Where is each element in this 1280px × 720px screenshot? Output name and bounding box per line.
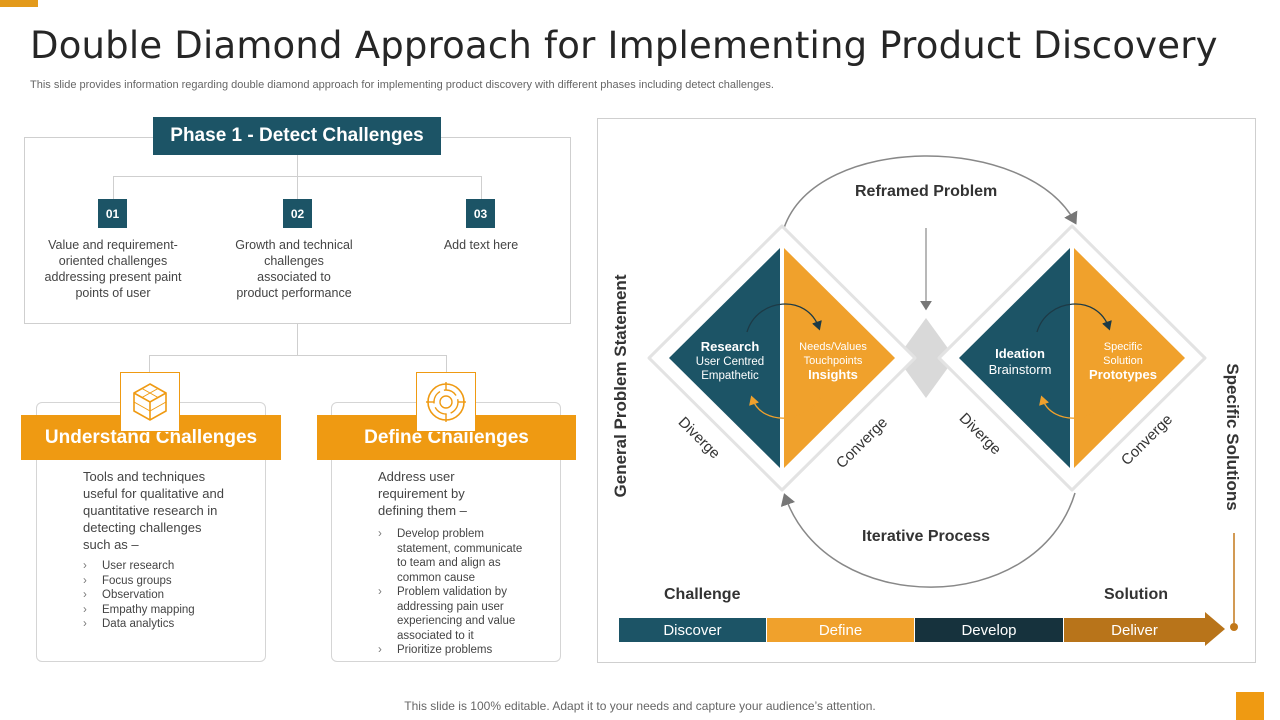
understand-bullets: User research Focus groups Observation E… — [83, 559, 253, 632]
stage-define: Define — [767, 618, 914, 642]
step-03-text: Add text here — [443, 238, 519, 252]
connector — [297, 176, 298, 200]
understand-title: Understand Challenges — [21, 415, 281, 460]
prototypes-text: Specific Solution Prototypes — [1089, 341, 1157, 382]
page-title: Double Diamond Approach for Implementing… — [30, 24, 1218, 67]
step-number-02: 02 — [283, 199, 312, 228]
target-icon — [416, 372, 476, 432]
step-01-text: Value and requirement-oriented challenge… — [44, 238, 182, 300]
connector — [149, 355, 447, 356]
footer-note: This slide is 100% editable. Adapt it to… — [404, 699, 876, 713]
phase1-header: Phase 1 - Detect Challenges — [153, 117, 441, 155]
step-number-03: 03 — [466, 199, 495, 228]
double-diamond-panel — [597, 118, 1256, 663]
step-number-01: 01 — [98, 199, 127, 228]
ideation-text: Ideation Brainstorm — [988, 346, 1052, 377]
challenge-label: Challenge — [664, 586, 741, 603]
connector — [149, 355, 150, 373]
list-item: Data analytics — [83, 617, 253, 632]
page-subtitle: This slide provides information regardin… — [30, 79, 774, 91]
corner-accent — [1236, 692, 1264, 720]
list-item: Empathy mapping — [83, 603, 253, 618]
specific-solutions-label: Specific Solutions — [1223, 363, 1242, 511]
stage-deliver: Deliver — [1064, 618, 1205, 642]
stage-discover: Discover — [619, 618, 766, 642]
cube-icon — [120, 372, 180, 432]
research-text: Research User Centred Empathetic — [695, 339, 765, 382]
list-item: Focus groups — [83, 574, 253, 589]
connector — [113, 176, 114, 200]
insights-text: Needs/Values Touchpoints Insights — [799, 341, 867, 382]
list-item: Prioritize problems — [378, 643, 548, 658]
stage-develop: Develop — [915, 618, 1063, 642]
connector — [446, 355, 447, 373]
list-item: User research — [83, 559, 253, 574]
iterative-process-label: Iterative Process — [862, 528, 991, 545]
accent-bar — [0, 0, 38, 7]
double-diamond-diagram — [647, 155, 1238, 646]
connector — [297, 324, 298, 356]
connector — [297, 155, 298, 177]
solution-label: Solution — [1104, 586, 1168, 603]
general-problem-statement-label: General Problem Statement — [611, 274, 630, 498]
reframed-problem-label: Reframed Problem — [855, 183, 998, 200]
list-item: Observation — [83, 588, 253, 603]
connector — [481, 176, 482, 200]
